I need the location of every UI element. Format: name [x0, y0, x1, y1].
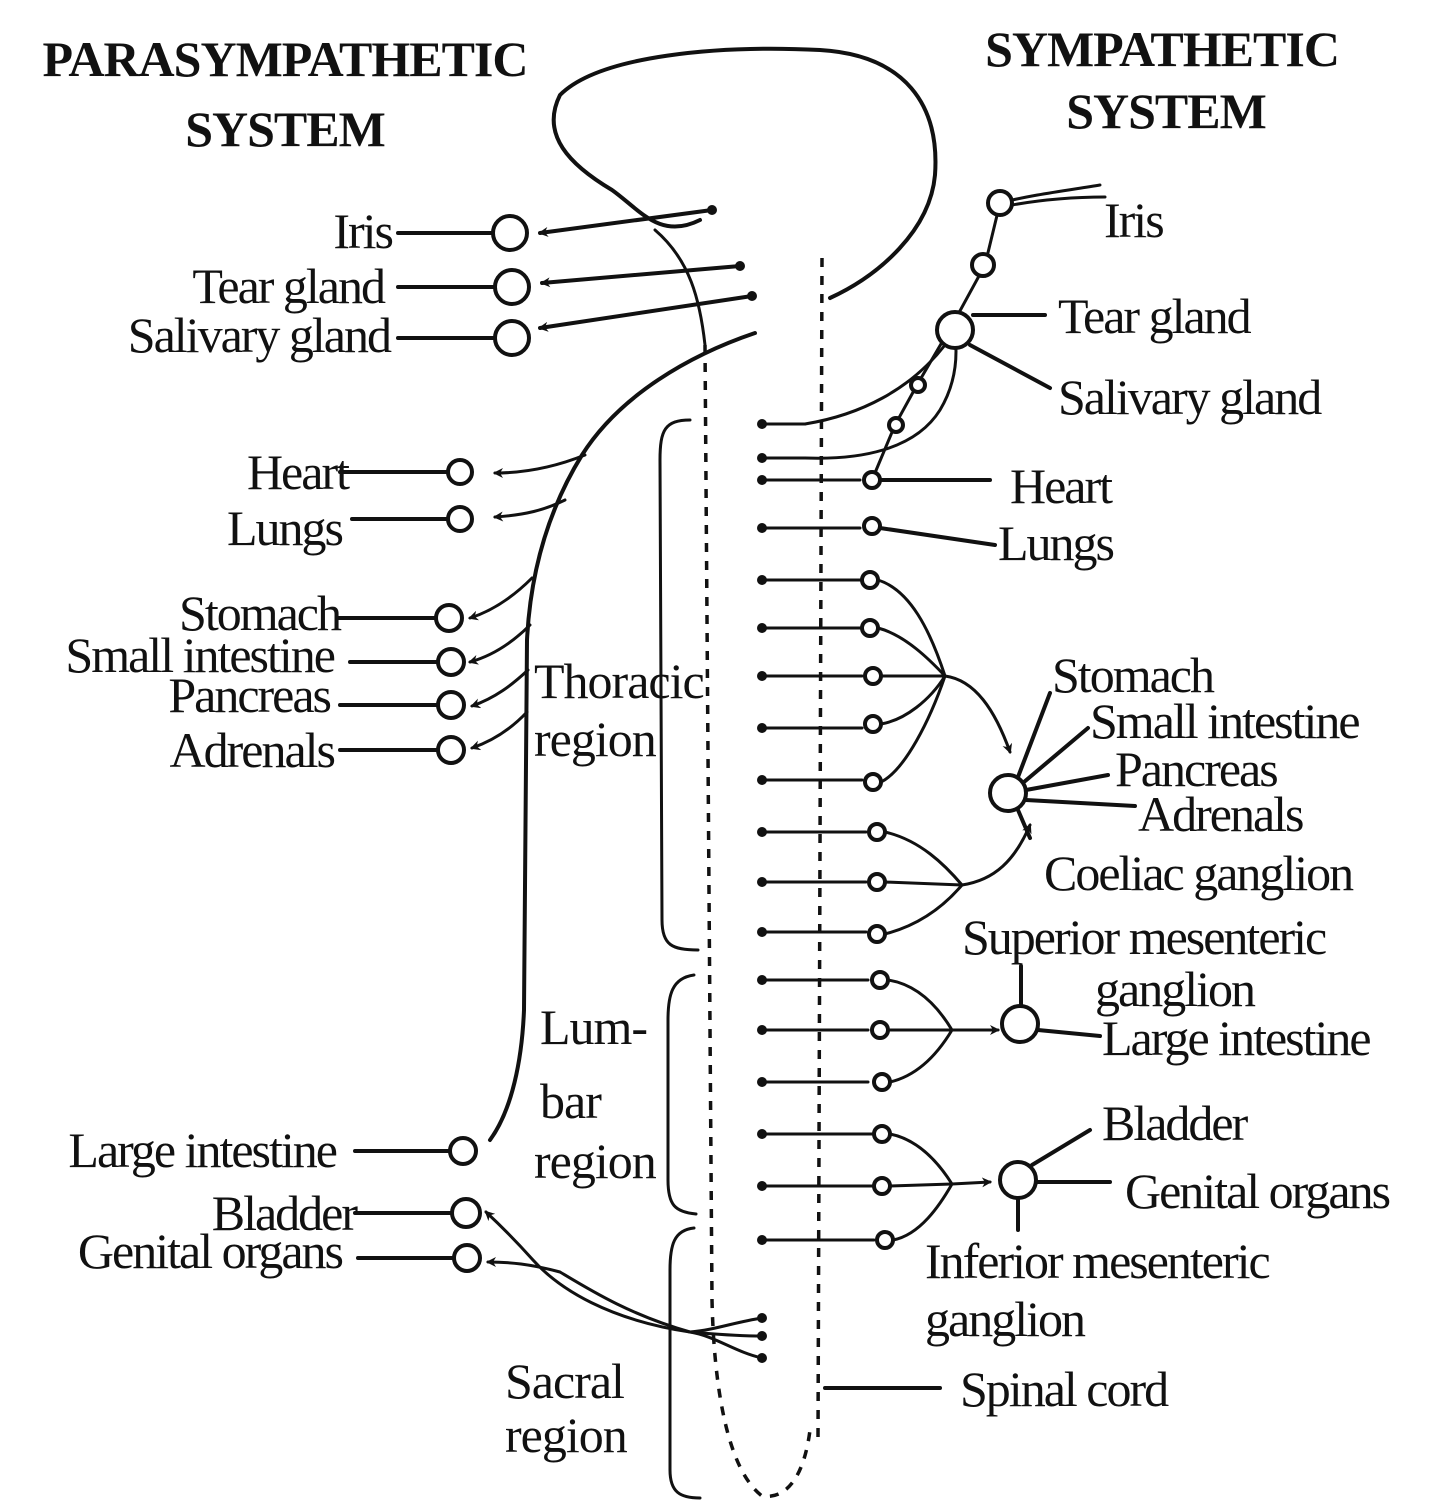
- sacral-region-label-line2: region: [505, 1407, 628, 1463]
- parasympathetic-sacral-nerves: [486, 1212, 767, 1363]
- lumbar-region-label-line1: Lum-: [540, 999, 647, 1055]
- coeliac-ganglion-label: Coeliac ganglion: [1044, 845, 1354, 901]
- para-label-large-intestine: Large intestine: [68, 1122, 336, 1178]
- superior-mesenteric-label-line2: ganglion: [1095, 961, 1256, 1017]
- para-label-tear-gland: Tear gland: [192, 258, 386, 314]
- symp-label-iris: Iris: [1104, 192, 1163, 248]
- sacral-bracket: [670, 1228, 700, 1498]
- parasympathetic-title-line2: SYSTEM: [185, 101, 385, 157]
- spinal-cord: [705, 258, 822, 1496]
- para-label-heart: Heart: [247, 444, 350, 500]
- sacral-region-label-line1: Sacral: [505, 1353, 624, 1409]
- symp-label-adrenals: Adrenals: [1138, 786, 1303, 842]
- thoracic-region-label-line2: region: [534, 711, 657, 767]
- para-label-salivary-gland: Salivary gland: [128, 307, 392, 363]
- thoracic-region-label-line1: Thoracic: [534, 653, 704, 709]
- sympathetic-spinal-outflow: [757, 419, 874, 1245]
- lumbar-bracket: [668, 975, 696, 1214]
- para-label-genital-organs: Genital organs: [78, 1223, 343, 1279]
- symp-label-lungs: Lungs: [998, 515, 1114, 571]
- inferior-mesenteric-ganglion: [874, 1126, 1110, 1248]
- symp-label-bladder: Bladder: [1102, 1095, 1249, 1151]
- para-label-lungs: Lungs: [227, 500, 343, 556]
- symp-label-heart: Heart: [1010, 458, 1113, 514]
- spinal-cord-label: Spinal cord: [960, 1361, 1169, 1417]
- lumbar-region-label-line2: bar: [540, 1073, 602, 1129]
- inferior-mesenteric-label-line1: Inferior mesenteric: [925, 1233, 1270, 1289]
- lumbar-region-label-line3: region: [534, 1133, 657, 1189]
- symp-label-salivary-gland: Salivary gland: [1058, 369, 1322, 425]
- inferior-mesenteric-label-line2: ganglion: [925, 1291, 1086, 1347]
- para-label-pancreas: Pancreas: [168, 667, 330, 723]
- symp-label-tear-gland: Tear gland: [1058, 288, 1252, 344]
- symp-label-large-intestine: Large intestine: [1102, 1010, 1370, 1066]
- parasympathetic-organ-links: [338, 216, 529, 1271]
- sympathetic-thoracic-ganglia: [862, 572, 1030, 942]
- parasympathetic-cranial-nerves: [540, 205, 757, 328]
- symp-label-genital-organs: Genital organs: [1125, 1163, 1390, 1219]
- sympathetic-title-line2: SYSTEM: [1066, 83, 1266, 139]
- para-label-adrenals: Adrenals: [170, 722, 335, 778]
- sympathetic-title-line1: SYMPATHETIC: [985, 21, 1339, 77]
- superior-mesenteric-label-line1: Superior mesenteric: [962, 909, 1326, 965]
- para-label-iris: Iris: [333, 203, 392, 259]
- parasympathetic-title-line1: PARASYMPATHETIC: [43, 31, 528, 87]
- superior-mesenteric-ganglion: [872, 966, 1100, 1090]
